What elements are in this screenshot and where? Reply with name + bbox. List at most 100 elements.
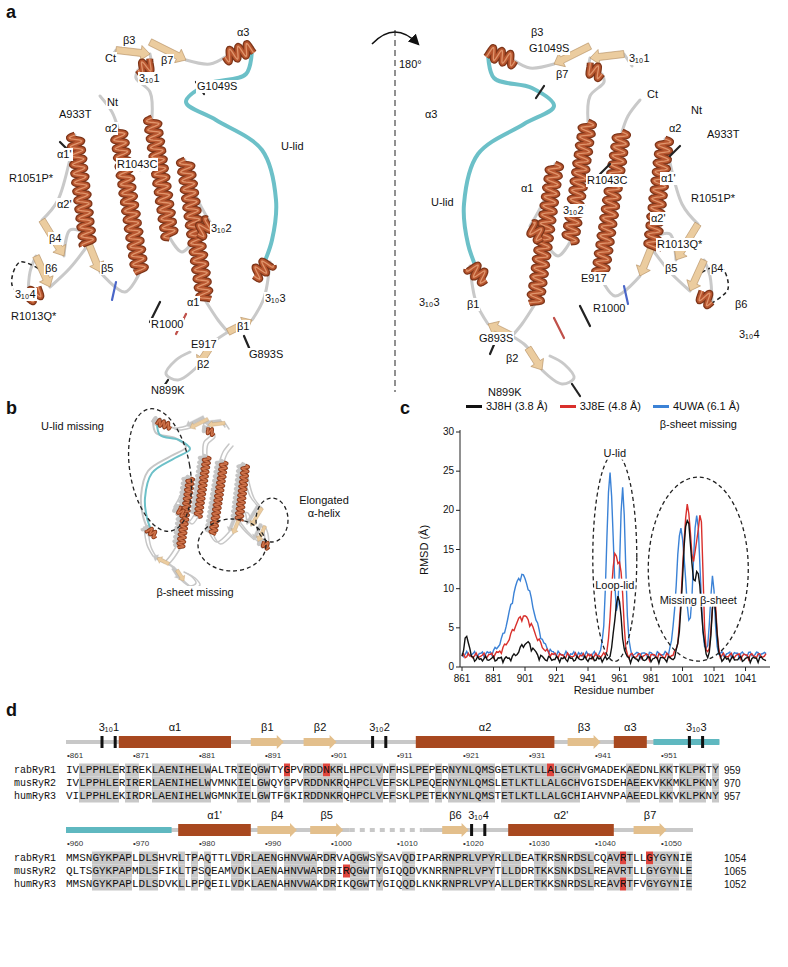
residue: A xyxy=(547,777,554,790)
residue: L xyxy=(468,865,475,878)
u-lid-loop xyxy=(145,422,190,532)
residue: N xyxy=(429,865,436,878)
panel-letter: b xyxy=(6,398,17,419)
residue: T xyxy=(508,764,515,777)
alpha-helix xyxy=(236,466,248,521)
residue: L xyxy=(633,852,640,865)
alpha-helix xyxy=(179,160,210,299)
residue: A xyxy=(626,777,633,790)
residue: D xyxy=(521,865,528,878)
side-chain xyxy=(572,384,580,396)
residue: S xyxy=(600,777,607,790)
residue: K xyxy=(172,865,179,878)
residue: P xyxy=(191,852,198,865)
residue: H xyxy=(574,764,581,777)
superposed-structure xyxy=(141,415,265,586)
residue: K xyxy=(422,865,429,878)
residue: N xyxy=(561,865,568,878)
sequence: MMSNGYKPAPLDLSHVRLTPAQTTLVDRLAENGHNVWARD… xyxy=(66,852,692,865)
residue: C xyxy=(594,852,601,865)
residue: E xyxy=(211,878,218,891)
residue: I xyxy=(336,865,343,878)
residue: E xyxy=(613,764,620,777)
residue: L xyxy=(198,764,205,777)
residue-number: •1000 xyxy=(331,839,352,848)
residue: N xyxy=(323,790,330,803)
axis-title: Residue number xyxy=(574,684,655,697)
residue: E xyxy=(112,764,119,777)
residue: L xyxy=(541,777,548,790)
loop-coil xyxy=(166,352,198,380)
sequence-name: musRyR2 xyxy=(14,777,56,790)
residue: Q xyxy=(350,878,357,891)
residue: K xyxy=(343,878,350,891)
residue: D xyxy=(514,852,521,865)
sequence-end-number: 970 xyxy=(724,777,741,790)
residue: D xyxy=(574,865,581,878)
residue: M xyxy=(66,852,73,865)
residue: V xyxy=(297,777,304,790)
residue: W xyxy=(303,852,310,865)
residue: E xyxy=(686,852,693,865)
residue: L xyxy=(145,852,152,865)
residue: G xyxy=(277,852,284,865)
residue: G xyxy=(587,777,594,790)
sequence-name: humRyR3 xyxy=(14,790,56,803)
residue: R xyxy=(435,852,442,865)
residue: Q xyxy=(475,777,482,790)
residue: L xyxy=(640,852,647,865)
residue: R xyxy=(442,878,449,891)
structure-element-label: α3 xyxy=(624,721,636,734)
sequence-name: humRyR3 xyxy=(14,878,56,891)
residue: V xyxy=(297,852,304,865)
residue: E xyxy=(435,777,442,790)
residue: A xyxy=(257,865,264,878)
residue: L xyxy=(152,790,159,803)
panel-letter: c xyxy=(400,398,410,419)
residue: L xyxy=(587,865,594,878)
residue: L xyxy=(554,790,561,803)
legend-item: 3J8H (3.8 Å) xyxy=(466,400,548,412)
residue: S xyxy=(198,865,205,878)
u-lid-bar xyxy=(653,739,719,745)
alpha-helix xyxy=(530,223,542,241)
residue: G xyxy=(284,790,291,803)
residue: V xyxy=(376,790,383,803)
tick-mark xyxy=(456,667,460,668)
residue: Y xyxy=(712,790,719,803)
structure-element-label: β4 xyxy=(271,809,283,822)
residue: P xyxy=(481,878,488,891)
residue: N xyxy=(323,777,330,790)
beta-strand xyxy=(208,421,225,428)
residue: V xyxy=(376,764,383,777)
residue: K xyxy=(330,790,337,803)
residue: H xyxy=(185,790,192,803)
residue-number: •951 xyxy=(661,751,677,760)
tick-mark xyxy=(456,510,460,511)
residue: P xyxy=(92,764,99,777)
residue: L xyxy=(106,764,113,777)
residue: G xyxy=(284,764,291,777)
highlight-ellipse xyxy=(120,404,201,537)
beta-strand xyxy=(226,317,252,335)
alpha-helix xyxy=(207,427,214,435)
residue: D xyxy=(574,852,581,865)
highlight-ellipse xyxy=(648,477,748,661)
residue: A xyxy=(547,790,554,803)
residue: T xyxy=(528,777,535,790)
alpha-helix xyxy=(198,219,210,237)
loop-coil xyxy=(186,57,225,64)
residue: L xyxy=(640,865,647,878)
residue: E xyxy=(139,777,146,790)
residue: A xyxy=(607,865,614,878)
residue: S xyxy=(79,878,86,891)
residue: G xyxy=(92,878,99,891)
side-chain xyxy=(580,306,590,326)
residue: G xyxy=(561,790,568,803)
residue: G xyxy=(646,865,653,878)
residue: L xyxy=(106,777,113,790)
residue: S xyxy=(396,777,403,790)
residue: T xyxy=(495,790,502,803)
alpha-helix xyxy=(146,529,156,538)
residue: K xyxy=(679,790,686,803)
